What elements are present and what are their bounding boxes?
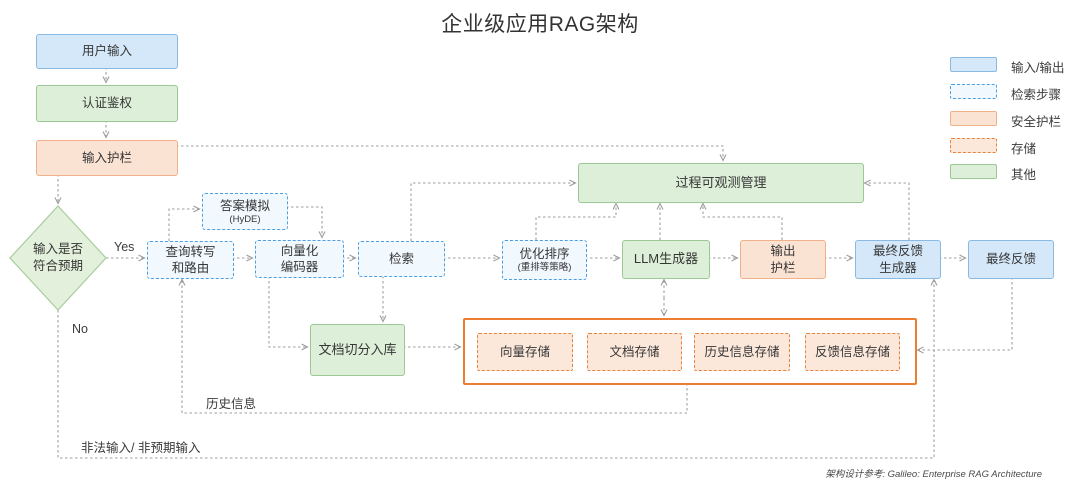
node-encoder: 向量化 编码器 — [255, 240, 344, 278]
node-retrieval: 检索 — [358, 241, 445, 277]
node-label: 输入护栏 — [81, 150, 132, 165]
edge-label-yes: Yes — [114, 240, 135, 254]
legend-label-guardrail: 安全护栏 — [1011, 115, 1062, 129]
page-title: 企业级应用RAG架构 — [441, 13, 639, 36]
node-observability: 过程可观测管理 — [578, 163, 864, 203]
node-llm-generator: LLM生成器 — [622, 240, 710, 279]
legend-swatch-io — [950, 57, 997, 72]
legend-swatch-other — [950, 164, 997, 179]
legend-swatch-retrieval-step — [950, 84, 997, 99]
node-query-rewrite: 查询转写 和路由 — [147, 241, 234, 279]
node-input-guardrail: 输入护栏 — [36, 140, 178, 176]
node-doc-store: 文档存储 — [587, 333, 682, 371]
legend-label-retrieval-step: 检索步骤 — [1011, 88, 1062, 102]
node-vector-store: 向量存储 — [477, 333, 573, 371]
edge-label-invalid-input: 非法输入/ 非预期输入 — [81, 441, 201, 455]
node-feedback-store: 反馈信息存储 — [805, 333, 900, 371]
node-rerank: 优化排序 (重排等策略) — [502, 240, 587, 280]
node-label: 认证鉴权 — [81, 96, 132, 111]
node-final-feedback: 最终反馈 — [968, 240, 1054, 279]
decision-diamond-shape — [9, 205, 107, 311]
node-output-guardrail: 输出 护栏 — [740, 240, 826, 279]
edge-label-no: No — [72, 322, 88, 336]
edge-label-history: 历史信息 — [206, 397, 257, 411]
footer-credit: 架构设计参考: Galileo: Enterprise RAG Architec… — [825, 469, 1042, 480]
node-feedback-generator: 最终反馈 生成器 — [855, 240, 941, 279]
node-history-store: 历史信息存储 — [694, 333, 790, 371]
node-doc-ingest: 文档切分入库 — [310, 324, 405, 376]
node-label: 用户输入 — [81, 44, 132, 59]
legend-label-storage: 存储 — [1011, 142, 1037, 156]
node-hyde: 答案模拟 (HyDE) — [202, 193, 288, 230]
node-auth: 认证鉴权 — [36, 85, 178, 122]
legend-swatch-storage — [950, 138, 997, 153]
legend-label-other: 其他 — [1011, 168, 1037, 182]
node-decision: 输入是否 符合预期 — [32, 242, 83, 273]
node-user-input: 用户输入 — [36, 34, 178, 69]
legend-swatch-guardrail — [950, 111, 997, 126]
legend-label-io: 输入/输出 — [1011, 61, 1065, 75]
